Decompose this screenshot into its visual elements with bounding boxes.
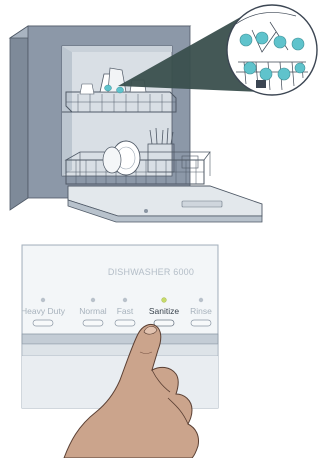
control-panel: DISHWASHER 6000 Heavy Duty Normal Fast S…: [21, 244, 219, 409]
heavy-duty-label: Heavy Duty: [21, 306, 66, 316]
sanitize-indicator: [161, 297, 167, 303]
rinse-label: Rinse: [190, 306, 212, 316]
heavy-duty-button[interactable]: [32, 319, 54, 327]
callout-beam: [118, 14, 262, 92]
lower-rack: [64, 127, 211, 185]
sanitize-label: Sanitize: [149, 306, 180, 316]
normal-label: Normal: [79, 306, 107, 316]
rinse-button[interactable]: [190, 319, 212, 327]
fast-label: Fast: [117, 306, 134, 316]
open-door: [67, 185, 263, 223]
normal-indicator: [90, 297, 96, 303]
magnified-basket-inset: [226, 4, 318, 96]
fast-button[interactable]: [114, 319, 136, 327]
normal-button[interactable]: [82, 319, 104, 327]
heavy-duty-indicator: [40, 297, 46, 303]
dishwasher-illustration: [8, 4, 318, 223]
fast-indicator: [122, 297, 128, 303]
rinse-indicator: [198, 297, 204, 303]
model-label: DISHWASHER 6000: [108, 267, 194, 277]
sanitize-button[interactable]: [153, 319, 175, 327]
pointing-hand: [63, 323, 199, 458]
